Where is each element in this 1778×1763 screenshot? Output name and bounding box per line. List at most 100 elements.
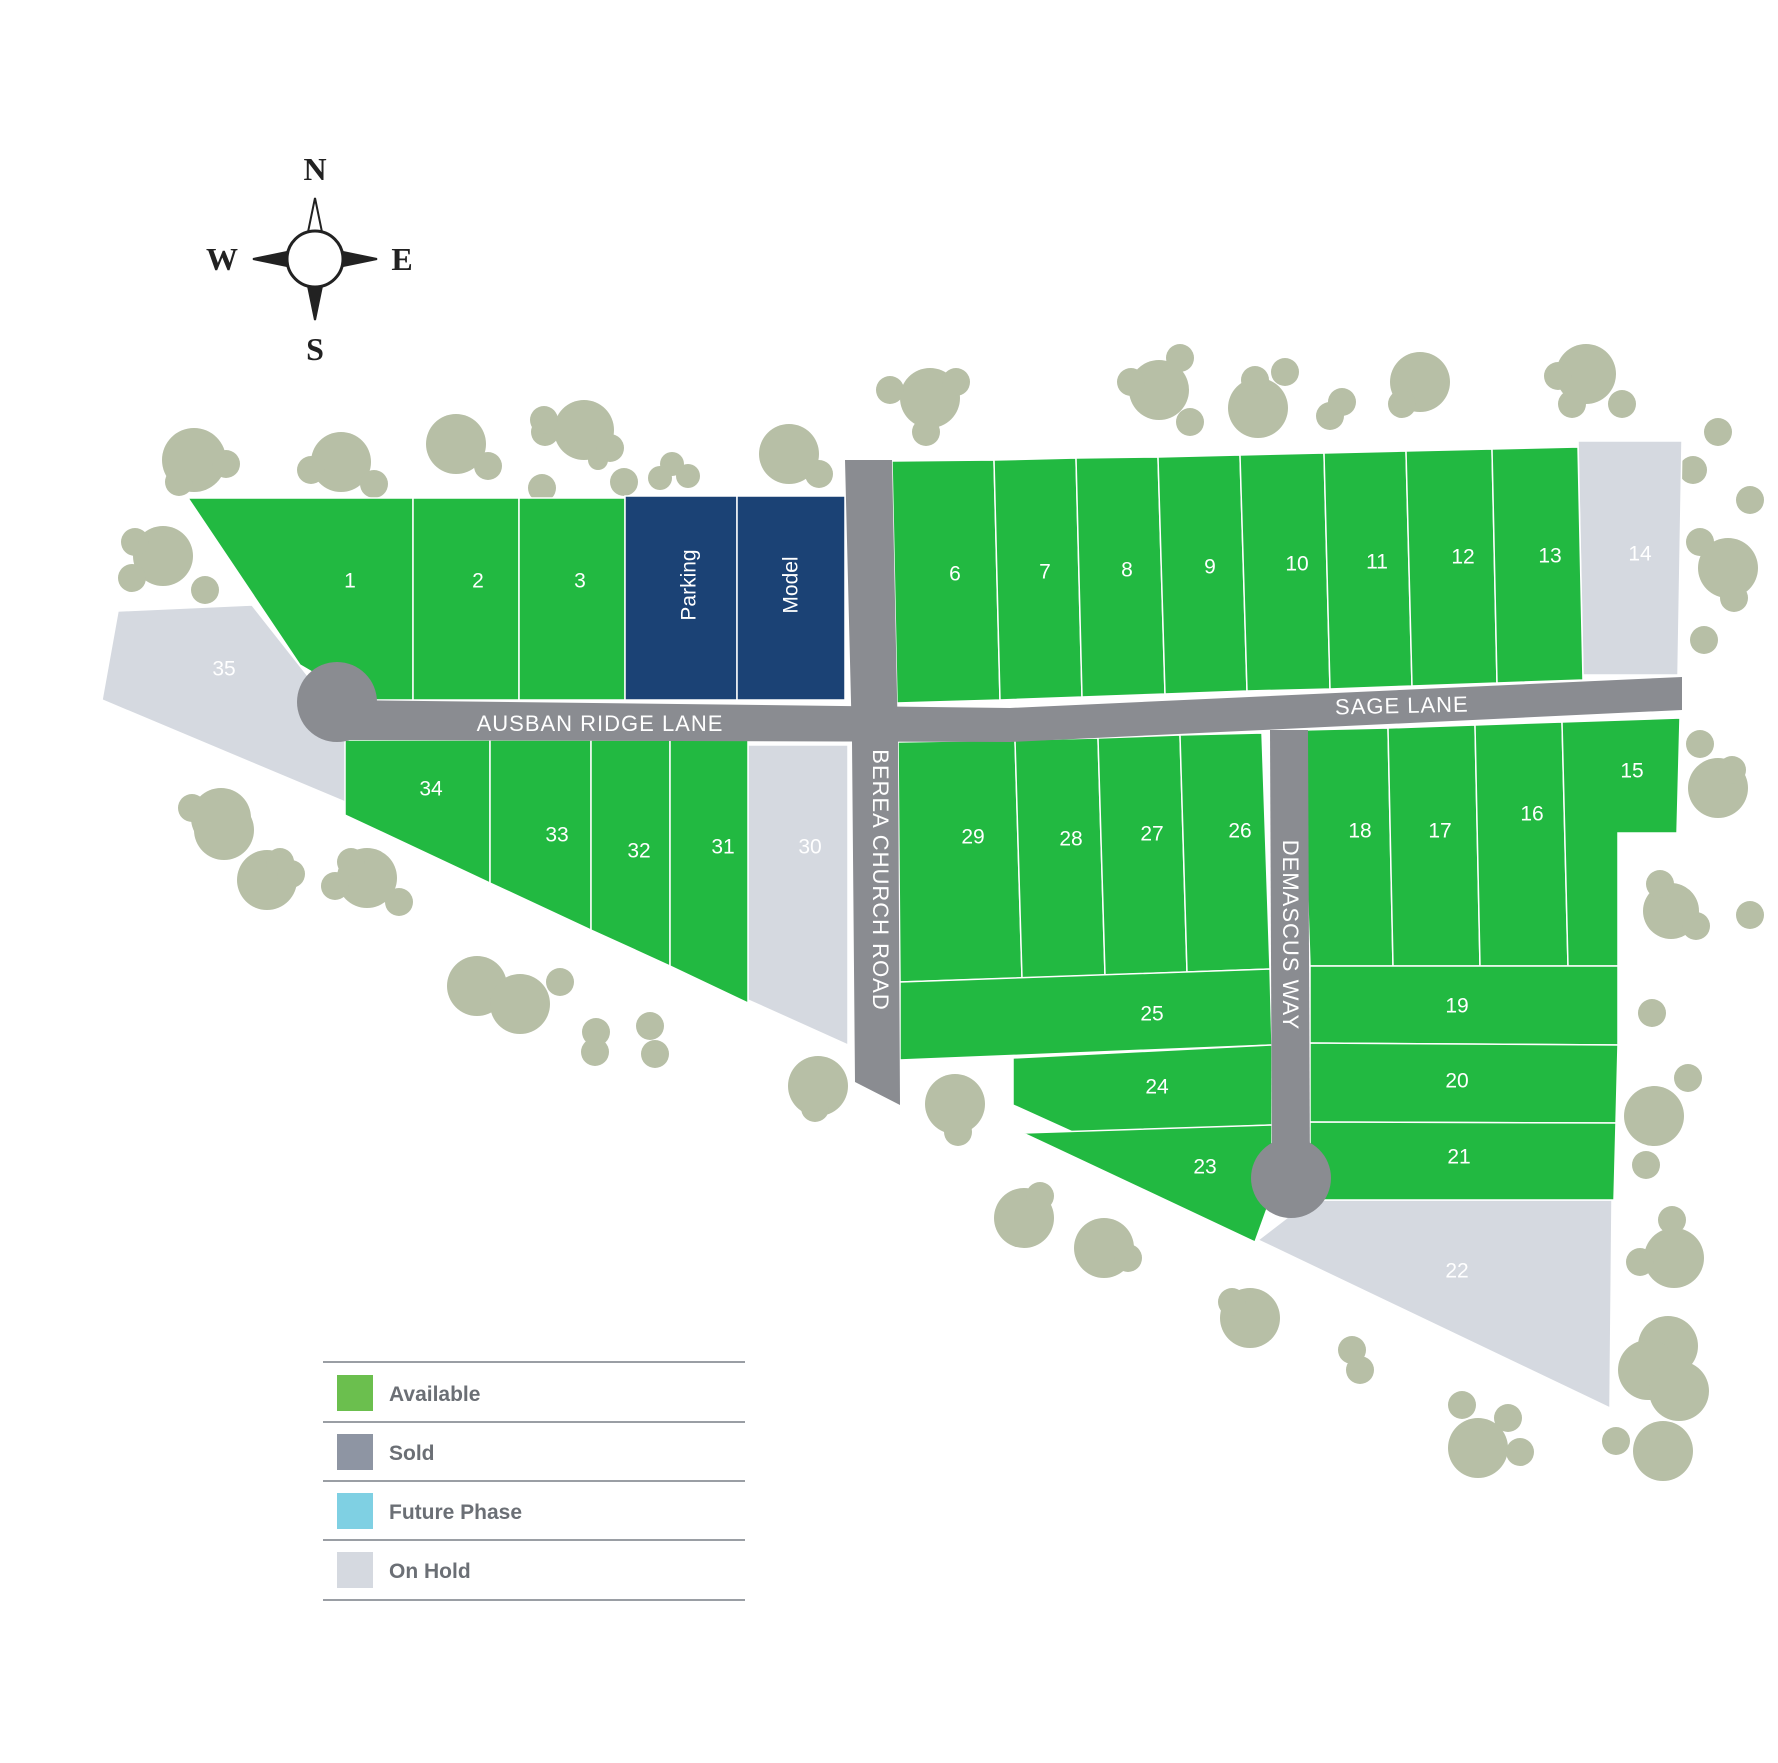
tree-icon <box>1558 390 1586 418</box>
compass-rose: N S E W <box>206 151 413 367</box>
tree-icon <box>1241 366 1269 394</box>
tree-icon <box>1686 730 1714 758</box>
tree-icon <box>1114 1244 1142 1272</box>
lot-29[interactable] <box>897 739 1023 983</box>
legend-label-available: Available <box>389 1383 480 1406</box>
road-berea-church-road[interactable] <box>845 460 900 1105</box>
lot-label-32: 32 <box>627 840 650 863</box>
cul-de-sac-west[interactable] <box>297 662 377 742</box>
tree-icon <box>337 848 365 876</box>
lot-label-20: 20 <box>1445 1070 1468 1093</box>
tree-icon <box>1271 358 1299 386</box>
tree-icon <box>1228 378 1288 438</box>
roads-layer <box>297 460 1682 1218</box>
tree-icon <box>648 466 672 490</box>
tree-icon <box>588 450 608 470</box>
lot-28[interactable] <box>1014 737 1106 979</box>
tree-icon <box>876 376 904 404</box>
tree-icon <box>1608 390 1636 418</box>
legend-swatch-future-phase <box>337 1493 373 1529</box>
lot-2[interactable] <box>412 497 520 701</box>
lot-9[interactable] <box>1157 454 1248 695</box>
tree-icon <box>1626 1248 1654 1276</box>
lot-label-30: 30 <box>798 836 821 859</box>
tree-icon <box>582 1018 610 1046</box>
road-demascus-way[interactable] <box>1270 730 1310 1180</box>
tree-icon <box>759 424 819 484</box>
tree-icon <box>1388 390 1416 418</box>
legend-swatch-sold <box>337 1434 373 1470</box>
compass-east-label: E <box>391 241 412 277</box>
lot-7[interactable] <box>993 457 1083 701</box>
lot-16[interactable] <box>1474 721 1569 967</box>
road-ausban-ridge-lane[interactable] <box>342 677 1682 742</box>
lot-18[interactable] <box>1301 727 1394 967</box>
lot-label-28: 28 <box>1059 828 1082 851</box>
tree-icon <box>1556 344 1616 404</box>
lot-30[interactable] <box>747 744 849 1047</box>
tree-icon <box>1658 1206 1686 1234</box>
tree-icon <box>942 368 970 396</box>
tree-icon <box>1633 1421 1693 1481</box>
lot-model[interactable] <box>736 495 846 701</box>
lot-label-29: 29 <box>961 826 984 849</box>
tree-icon <box>277 860 305 888</box>
lot-25[interactable] <box>899 968 1273 1061</box>
tree-icon <box>805 460 833 488</box>
tree-icon <box>1117 368 1145 396</box>
compass-west-arrow <box>252 250 288 268</box>
lot-label-23: 23 <box>1193 1156 1216 1179</box>
lot-6[interactable] <box>891 459 1001 704</box>
legend-item-available: Available <box>337 1375 480 1411</box>
street-label-demascus-way: DEMASCUS WAY <box>1278 840 1303 1030</box>
tree-icon <box>212 450 240 478</box>
lot-label-7: 7 <box>1039 561 1051 584</box>
tree-icon <box>676 464 700 488</box>
lot-label-model: Model <box>780 556 803 613</box>
tree-icon <box>1448 1418 1508 1478</box>
lot-13[interactable] <box>1491 446 1584 684</box>
tree-icon <box>194 800 254 860</box>
legend-label-future-phase: Future Phase <box>389 1501 522 1524</box>
legend-label-sold: Sold <box>389 1442 435 1465</box>
lot-33[interactable] <box>489 739 592 932</box>
lot-1[interactable] <box>186 497 414 701</box>
lot-label-8: 8 <box>1121 559 1133 582</box>
lot-label-18: 18 <box>1348 820 1371 843</box>
cul-de-sac-south[interactable] <box>1251 1138 1331 1218</box>
lot-27[interactable] <box>1097 734 1188 976</box>
tree-icon <box>474 452 502 480</box>
compass-south-arrow <box>306 285 324 321</box>
tree-icon <box>426 414 486 474</box>
tree-icon <box>321 872 349 900</box>
lot-26[interactable] <box>1179 732 1271 973</box>
lot-3[interactable] <box>518 497 626 701</box>
lot-17[interactable] <box>1387 724 1481 967</box>
lot-label-27: 27 <box>1140 823 1163 846</box>
legend-label-on-hold: On Hold <box>389 1560 471 1583</box>
lot-label-9: 9 <box>1204 556 1216 579</box>
tree-icon <box>360 470 388 498</box>
lot-22[interactable] <box>1256 1199 1613 1410</box>
tree-icon <box>530 406 558 434</box>
tree-icon <box>1602 1427 1630 1455</box>
lot-label-24: 24 <box>1145 1076 1169 1099</box>
compass-west-label: W <box>206 241 238 277</box>
tree-icon <box>1632 1151 1660 1179</box>
tree-icon <box>1736 901 1764 929</box>
lot-label-21: 21 <box>1447 1146 1470 1169</box>
lots-layer <box>101 440 1683 1410</box>
tree-icon <box>1129 360 1189 420</box>
tree-icon <box>1718 756 1746 784</box>
lot-31[interactable] <box>669 739 749 1005</box>
lot-24[interactable] <box>1012 1044 1273 1134</box>
lot-23[interactable] <box>1022 1124 1273 1244</box>
tree-icon <box>1544 362 1572 390</box>
lot-label-15: 15 <box>1620 760 1643 783</box>
tree-icon <box>1704 418 1732 446</box>
street-label-ausban-ridge-lane: AUSBAN RIDGE LANE <box>477 711 724 736</box>
tree-icon <box>546 968 574 996</box>
tree-icon <box>641 1040 669 1068</box>
